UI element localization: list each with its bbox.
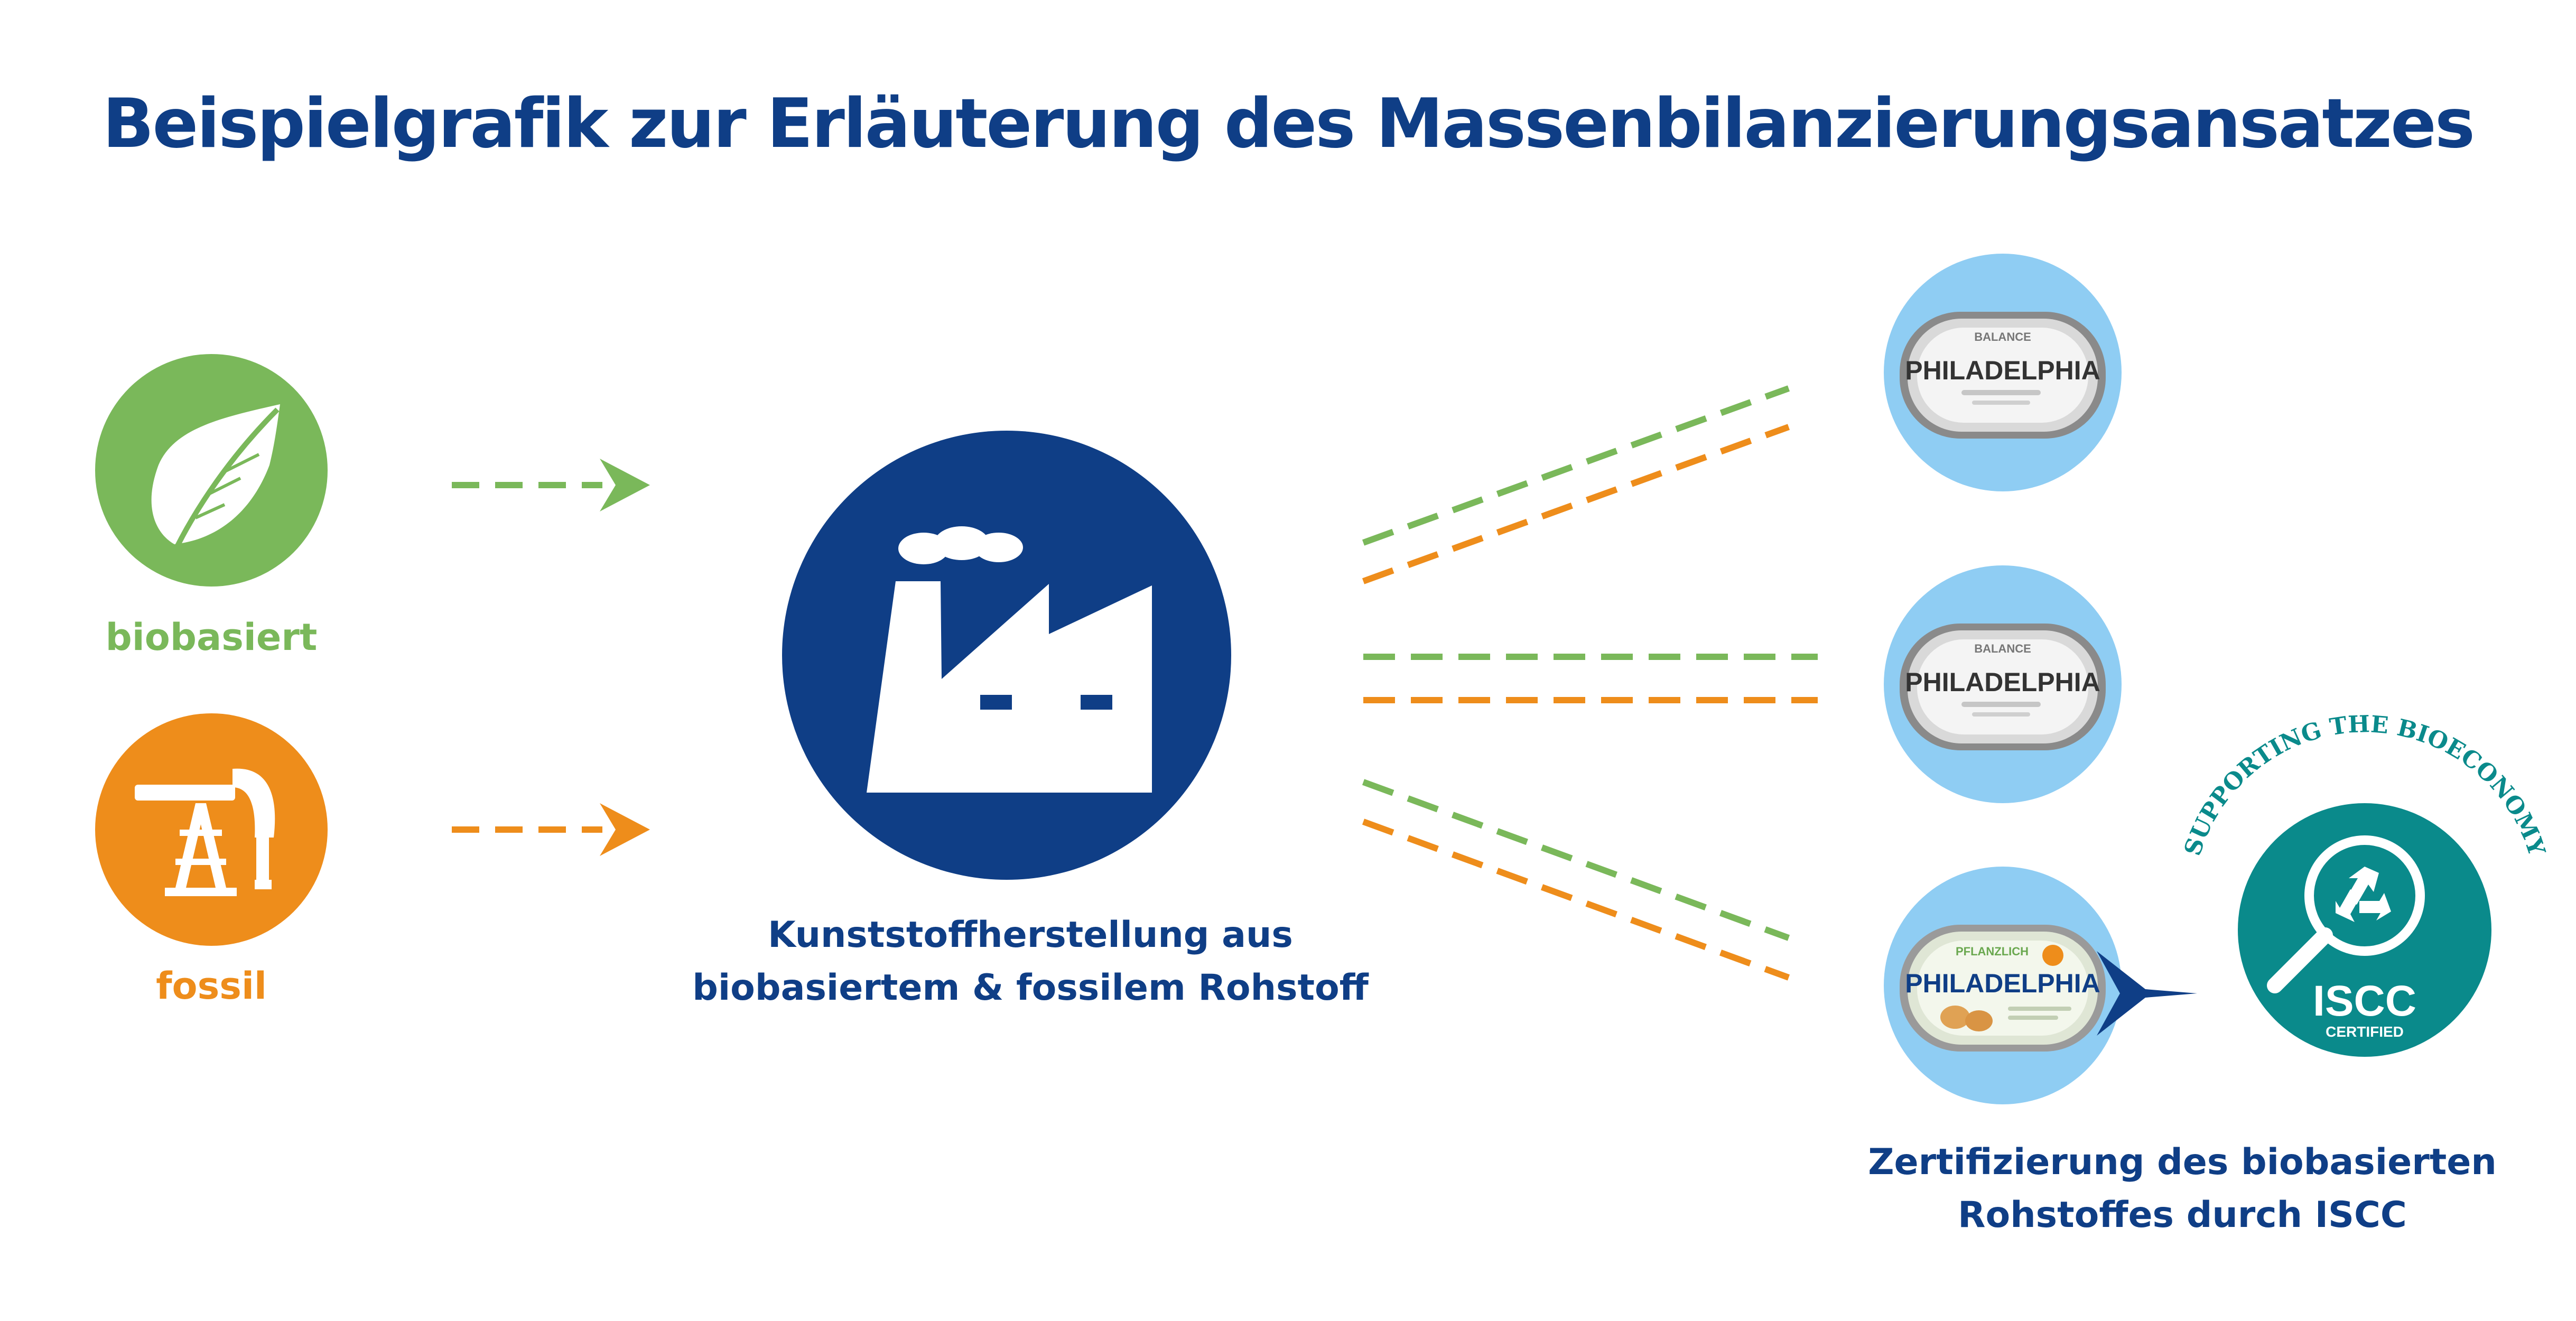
product-brand: PHILADELPHIA bbox=[1905, 667, 2100, 697]
factory-window bbox=[1081, 695, 1112, 710]
page-title: Beispielgrafik zur Erläuterung des Masse… bbox=[102, 85, 2475, 163]
iscc-circle bbox=[2238, 803, 2491, 1057]
leaf-icon bbox=[151, 404, 280, 559]
product-node-1: BALANCE PHILADELPHIA bbox=[1884, 254, 2122, 491]
product-variant: PFLANZLICH bbox=[1956, 945, 2029, 958]
fossil-label: fossil bbox=[156, 964, 267, 1008]
factory-caption-line-2: biobasiertem & fossilem Rohstoff bbox=[692, 967, 1369, 1009]
product-variant: BALANCE bbox=[1974, 330, 2031, 343]
certification-caption-line-2: Rohstoffes durch ISCC bbox=[1958, 1194, 2407, 1236]
magnifier-icon bbox=[2304, 835, 2425, 956]
magnifier-handle bbox=[2267, 927, 2333, 993]
product-node-3: PFLANZLICH PHILADELPHIA bbox=[1884, 867, 2122, 1104]
product-brand: PHILADELPHIA bbox=[1905, 356, 2100, 385]
bio-label: biobasiert bbox=[105, 616, 318, 659]
iscc-badge: SUPPORTING THE BIOECONOMY ISCC CERTIFIED bbox=[2179, 711, 2550, 1057]
product-brand: PHILADELPHIA bbox=[1905, 969, 2100, 998]
iscc-logo-subtext: CERTIFIED bbox=[2326, 1024, 2404, 1040]
oil-pump-icon bbox=[135, 768, 275, 896]
recycle-icon bbox=[2336, 867, 2391, 922]
factory-window bbox=[980, 695, 1012, 710]
factory-node bbox=[782, 431, 1231, 880]
certification-caption-line-1: Zertifizierung des biobasierten bbox=[1868, 1141, 2497, 1183]
output-lines bbox=[1362, 385, 1818, 981]
fossil-line-top bbox=[1362, 424, 1790, 584]
product-variant: BALANCE bbox=[1974, 642, 2031, 655]
fossil-input-node bbox=[95, 713, 328, 946]
product-node-2: BALANCE PHILADELPHIA bbox=[1884, 565, 2122, 803]
bio-line-top bbox=[1362, 385, 1790, 546]
certification-arrow bbox=[2097, 951, 2197, 1036]
bio-line-bottom bbox=[1362, 779, 1790, 941]
cream-cheese-tub: BALANCE PHILADELPHIA bbox=[1900, 624, 2106, 750]
cream-cheese-tub: BALANCE PHILADELPHIA bbox=[1900, 312, 2106, 439]
factory-caption: Kunststoffherstellung aus biobasiertem &… bbox=[608, 909, 1453, 1015]
almond-icon bbox=[1940, 1006, 1970, 1029]
cream-cheese-tub: PFLANZLICH PHILADELPHIA bbox=[1900, 925, 2106, 1052]
fossil-line-bottom bbox=[1362, 818, 1790, 981]
almond-icon bbox=[1965, 1010, 1993, 1031]
bio-input-node bbox=[95, 354, 328, 587]
bio-input-arrow bbox=[452, 459, 650, 511]
factory-caption-line-1: Kunststoffherstellung aus bbox=[768, 914, 1293, 956]
iscc-logo-text: ISCC bbox=[2313, 977, 2416, 1025]
factory-icon bbox=[867, 526, 1152, 793]
certification-caption: Zertifizierung des biobasierten Rohstoff… bbox=[1812, 1136, 2552, 1242]
fossil-input-arrow bbox=[452, 803, 650, 856]
badge-icon bbox=[2042, 945, 2063, 966]
